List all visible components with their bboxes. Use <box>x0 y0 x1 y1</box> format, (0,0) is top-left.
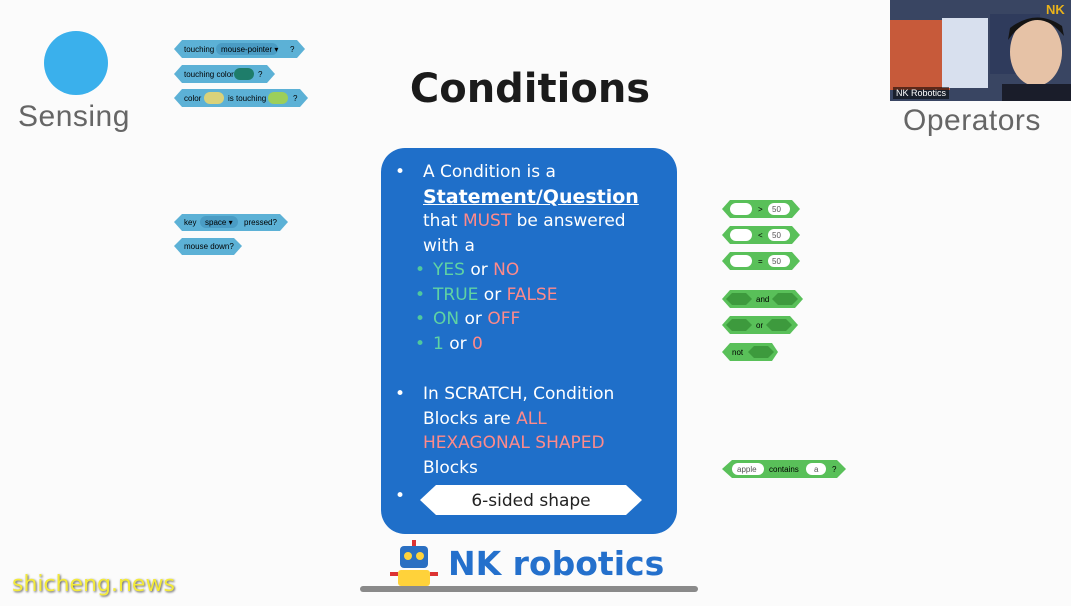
touching-text: touching <box>184 45 214 54</box>
right-edge <box>1071 0 1080 606</box>
lt-value: 50 <box>772 231 781 240</box>
less-than-block[interactable]: < 50 <box>722 226 800 244</box>
option-dot: • <box>415 309 426 329</box>
touching-q: ? <box>290 45 295 54</box>
option-b: NO <box>493 260 520 280</box>
bullet-1: • A Condition is a Statement/Question th… <box>395 160 670 258</box>
option-or: or <box>478 285 507 305</box>
gt-value: 50 <box>772 205 781 214</box>
bullet-2-line2: Blocks are ALL <box>395 407 670 432</box>
option-a: TRUE <box>433 285 479 305</box>
conditions-card: • A Condition is a Statement/Question th… <box>381 148 677 534</box>
option-on-off: • ON or OFF <box>415 309 521 329</box>
and-text: and <box>756 295 769 304</box>
bullet-1-line1: A Condition is a <box>423 162 556 182</box>
option-true-false: • TRUE or FALSE <box>415 285 558 305</box>
is-touching-text: is touching <box>228 94 266 103</box>
watermark: shicheng.news <box>12 572 175 597</box>
eq-value: 50 <box>772 257 781 266</box>
touching-color-block[interactable]: touching color ? <box>174 65 275 83</box>
option-a: 1 <box>433 334 444 354</box>
mouse-down-block[interactable]: mouse down? <box>174 238 242 255</box>
or-block[interactable]: or <box>722 316 798 334</box>
bullet-1-line4: with a <box>423 235 475 256</box>
bullet-2-line1: In SCRATCH, Condition <box>423 384 615 404</box>
sensing-category-icon[interactable] <box>44 31 108 95</box>
webcam-label: NK Robotics <box>893 87 950 99</box>
bullet-2-dot: • <box>395 384 406 404</box>
line2-pre: Blocks are <box>423 408 517 429</box>
mouse-down-text: mouse down? <box>184 242 234 251</box>
apple-value: apple <box>737 465 757 474</box>
eq-symbol: = <box>758 257 763 266</box>
shape-label: 6-sided shape <box>471 491 590 511</box>
contains-q: ? <box>832 465 837 474</box>
option-dot: • <box>415 285 426 305</box>
bullet-2: • In SCRATCH, Condition Blocks are ALL H… <box>395 382 670 480</box>
touching-block[interactable]: touching mouse-pointer ▾ ? <box>174 40 305 58</box>
option-b: OFF <box>487 309 521 329</box>
option-1-0: • 1 or 0 <box>415 334 483 354</box>
option-b: 0 <box>472 334 483 354</box>
option-b: FALSE <box>506 285 558 305</box>
sensing-blocks-bottom: key space ▾ pressed? mouse down? <box>174 214 288 255</box>
option-or: or <box>459 309 488 329</box>
option-a: ON <box>433 309 460 329</box>
horizontal-scrollbar[interactable] <box>360 586 698 592</box>
lt-symbol: < <box>758 231 763 240</box>
all-text: ALL <box>516 408 547 429</box>
operators-label: Operators <box>903 104 1041 137</box>
key-pressed-block[interactable]: key space ▾ pressed? <box>174 214 288 231</box>
bullet-1-line2: Statement/Question <box>423 185 639 208</box>
touching-color-q: ? <box>258 70 263 79</box>
sensing-blocks-top: touching mouse-pointer ▾ ? touching colo… <box>174 40 308 107</box>
key-text: key <box>184 218 196 227</box>
not-text: not <box>732 348 744 357</box>
or-text: or <box>756 321 763 330</box>
gt-symbol: > <box>758 205 763 214</box>
line3-post: be answered <box>511 211 626 231</box>
bullet-2-line3: HEXAGONAL SHAPED <box>423 433 605 453</box>
webcam-image <box>890 0 1071 101</box>
option-yes-no: • YES or NO <box>415 260 520 280</box>
bullet-1-line3: that MUST be answered <box>395 209 670 234</box>
option-or: or <box>464 260 494 280</box>
color-text: color <box>184 94 202 103</box>
greater-than-block[interactable]: > 50 <box>722 200 800 218</box>
option-dot: • <box>415 334 426 354</box>
option-a: YES <box>433 260 465 280</box>
nk-badge: NK <box>1046 2 1065 17</box>
pressed-text: pressed? <box>244 218 277 227</box>
option-dot: • <box>415 260 426 280</box>
slide-title: Conditions <box>409 66 651 112</box>
line3-pre: that <box>423 211 463 231</box>
contains-text: contains <box>769 465 799 474</box>
option-or: or <box>443 334 473 354</box>
operator-blocks: > 50 < 50 = 50 and or not apple contain <box>722 200 846 478</box>
logo-text: NK robotics <box>448 544 665 583</box>
color-touching-block[interactable]: color is touching ? <box>174 89 308 107</box>
contains-block[interactable]: apple contains a ? <box>722 460 846 478</box>
webcam-feed <box>890 0 1071 101</box>
hexagon-shape: 6-sided shape <box>420 485 642 515</box>
bullet-2-line4: Blocks <box>423 457 478 478</box>
and-block[interactable]: and <box>722 290 803 308</box>
not-block[interactable]: not <box>722 343 778 361</box>
touching-color-text: touching color <box>184 70 234 79</box>
equals-block[interactable]: = 50 <box>722 252 800 270</box>
must-text: MUST <box>462 211 512 231</box>
sensing-label: Sensing <box>18 100 130 133</box>
mouse-pointer-dropdown[interactable]: mouse-pointer ▾ <box>221 45 278 54</box>
a-value: a <box>814 465 819 474</box>
space-dropdown[interactable]: space ▾ <box>205 218 233 227</box>
color-touching-q: ? <box>293 94 298 103</box>
bullet-3-dot: • <box>395 486 406 506</box>
bullet-1-dot: • <box>395 162 406 182</box>
